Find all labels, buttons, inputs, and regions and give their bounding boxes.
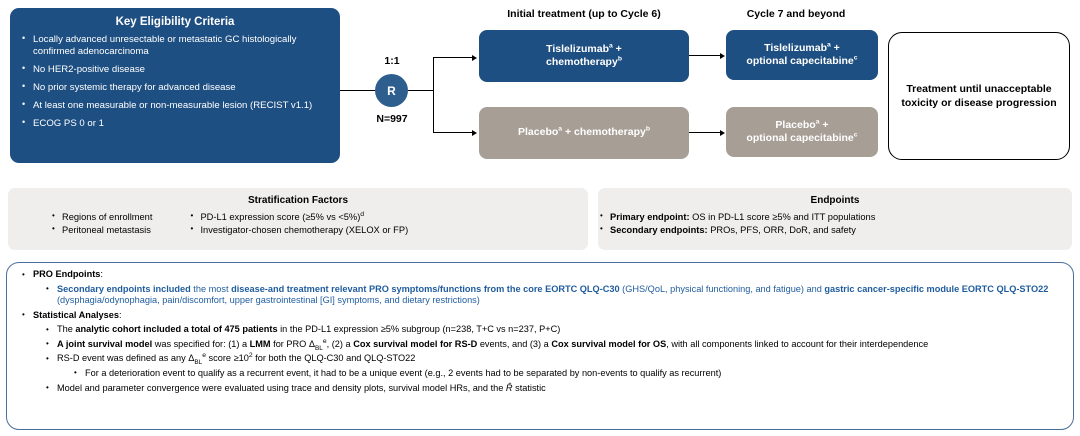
arm-label-cycle7-tislelizumab: Tislelizumaba + optional capecitabinec [746, 41, 858, 67]
pro-statistics-panel: PRO Endpoints: Secondary endpoints inclu… [6, 262, 1074, 430]
randomization-node: R [375, 74, 408, 107]
subscript-bl: BL [194, 359, 203, 367]
endpoints-title: Endpoints [810, 195, 860, 206]
pro-endpoints-heading: PRO Endpoints: [15, 268, 1065, 280]
stratification-column-1: Regions of enrollment Peritoneal metasta… [50, 210, 152, 237]
arm-label-placebo-chemo: Placeboa + chemotherapyb [518, 125, 650, 139]
arm-box-tislelizumab-chemo: Tislelizumaba + chemotherapyb [479, 30, 689, 82]
outcome-box-label: Treatment until unacceptable toxicity or… [901, 83, 1057, 109]
arm-box-cycle7-placebo: Placeboa + optional capecitabinec [726, 107, 878, 157]
stratification-columns: Regions of enrollment Peritoneal metasta… [8, 210, 588, 237]
convergence-line: Model and parameter convergence were eva… [15, 382, 1065, 394]
column-header-initial-treatment: Initial treatment (up to Cycle 6) [507, 8, 661, 20]
joint-survival-model-line: A joint survival model was specified for… [15, 337, 1065, 352]
eligibility-item: ECOG PS 0 or 1 [20, 117, 330, 130]
footnote-marker-a: a [608, 42, 613, 49]
footnote-marker-b: b [617, 55, 622, 63]
arm-label-cycle7-placebo: Placeboa + optional capecitabinec [746, 118, 858, 144]
arrow-head-cycle7-tislelizumab [720, 53, 725, 59]
connector-eligibility-to-randomization [340, 90, 375, 92]
rsd-definition-line: RS-D event was defined as any ΔBLe score… [15, 352, 1065, 367]
stratification-item: PD-L1 expression score (≥5% vs <5%)d [188, 210, 408, 224]
eligibility-list: Locally advanced unresectable or metasta… [20, 33, 330, 130]
eligibility-item: Locally advanced unresectable or metasta… [20, 33, 330, 57]
endpoints-list: Primary endpoint: OS in PD-L1 score ≥5% … [598, 210, 1072, 237]
footnote-marker-c: c [853, 131, 858, 139]
arm-label-tislelizumab-chemo: Tislelizumaba + chemotherapyb [546, 42, 622, 68]
connector-tislelizumab-to-cycle7 [689, 55, 721, 57]
stratification-column-2: PD-L1 expression score (≥5% vs <5%)d Inv… [188, 210, 408, 237]
eligibility-item: At least one measurable or non-measurabl… [20, 99, 330, 112]
connector-placebo-to-cycle7 [689, 132, 721, 134]
footnote-marker-c: c [853, 54, 858, 62]
connector-to-tislelizumab-arm [433, 57, 473, 59]
stratification-band: Stratification Factors Regions of enroll… [8, 188, 588, 250]
subscript-bl: BL [315, 344, 323, 352]
endpoint-secondary: Secondary endpoints: PROs, PFS, ORR, DoR… [598, 223, 1072, 237]
eligibility-title: Key Eligibility Criteria [115, 16, 235, 28]
footnote-marker-d: d [360, 210, 365, 218]
stratification-item: Regions of enrollment [50, 210, 152, 224]
arrow-head-placebo-arm [472, 130, 477, 136]
eligibility-item: No prior systemic therapy for advanced d… [20, 81, 330, 94]
arrow-head-tislelizumab-arm [472, 55, 477, 61]
randomization-ratio: 1:1 [384, 55, 400, 67]
arm-box-placebo-chemo: Placeboa + chemotherapyb [479, 107, 689, 159]
randomization-sample-size: N=997 [376, 113, 408, 125]
arrow-head-cycle7-placebo [720, 130, 725, 136]
footnote-marker-e: e [322, 337, 327, 345]
recurrent-event-line: For a deterioration event to qualify as … [15, 367, 1065, 379]
column-header-cycle7: Cycle 7 and beyond [746, 8, 846, 20]
r-hat-statistic: R̂ [505, 382, 513, 393]
outcome-box: Treatment until unacceptable toxicity or… [888, 32, 1070, 160]
footnote-marker-e: e [202, 352, 206, 360]
analytic-cohort-line: The analytic cohort included a total of … [15, 324, 1065, 336]
footnote-marker-a: a [815, 118, 820, 125]
eligibility-box: Key Eligibility Criteria Locally advance… [10, 8, 340, 163]
connector-vertical-split [433, 57, 435, 133]
stratification-item: Peritoneal metastasis [50, 223, 152, 237]
statistical-analyses-heading: Statistical Analyses: [15, 309, 1065, 321]
endpoint-primary: Primary endpoint: OS in PD-L1 score ≥5% … [598, 210, 1072, 224]
footnote-marker-a: a [826, 41, 831, 48]
exponent-2: 2 [248, 352, 253, 360]
footnote-marker-b: b [645, 125, 650, 133]
arm-box-cycle7-tislelizumab: Tislelizumaba + optional capecitabinec [726, 30, 878, 80]
stratification-title: Stratification Factors [247, 195, 349, 206]
endpoints-band: Endpoints Primary endpoint: OS in PD-L1 … [598, 188, 1072, 250]
pro-endpoints-detail: Secondary endpoints included the most di… [15, 283, 1065, 307]
footnote-marker-a: a [558, 125, 563, 133]
eligibility-item: No HER2-positive disease [20, 63, 330, 76]
stratification-item: Investigator-chosen chemotherapy (XELOX … [188, 223, 408, 237]
connector-randomization-stem [408, 90, 434, 92]
connector-to-placebo-arm [433, 132, 473, 134]
